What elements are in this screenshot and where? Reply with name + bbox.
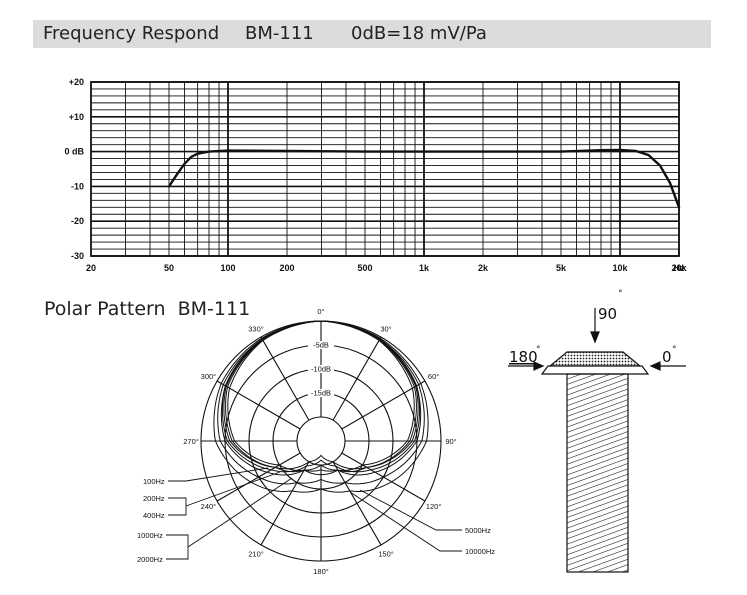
polar-curve [217, 320, 425, 485]
leader-line [168, 497, 187, 516]
y-tick-label: 0 dB [64, 147, 84, 157]
angle-180-label: 180 [509, 348, 538, 366]
angle-0-degree: ° [672, 345, 677, 355]
frequency-label: 5000Hz [465, 526, 491, 535]
polar-curve [213, 320, 429, 493]
polar-angle-label: 60° [428, 372, 439, 381]
polar-spoke [332, 336, 382, 421]
mic-capsule [548, 351, 642, 367]
polar-curve [225, 320, 417, 473]
x-tick-label: 200 [279, 263, 294, 273]
y-tick-label: -10 [71, 181, 84, 191]
arrow-180 [508, 361, 545, 371]
polar-angle-label: 90° [445, 437, 456, 446]
leader-line [359, 489, 462, 531]
leader-line [168, 467, 269, 482]
polar-ring-label: -10dB [311, 365, 331, 374]
mic-base-plate [540, 365, 650, 375]
header-sensitivity: 0dB=18 mV/Pa [351, 23, 487, 44]
polar-angle-label: 180° [313, 567, 329, 576]
polar-spoke [260, 461, 310, 546]
polar-spoke [260, 336, 310, 421]
frequency-label: 10000Hz [465, 547, 495, 556]
angle-90-degree: ° [618, 289, 623, 299]
polar-angle-label: 120° [426, 502, 442, 511]
angle-0-label: 0 [662, 348, 672, 366]
x-tick-label: 20k [671, 263, 687, 273]
x-tick-label: 100 [220, 263, 235, 273]
ring-label-bg [308, 365, 334, 373]
x-tick-label: 2k [478, 263, 489, 273]
polar-curve [221, 320, 421, 473]
frequency-label: 2000Hz [137, 555, 163, 564]
arrow-0 [649, 361, 686, 371]
polar-curve [223, 320, 419, 470]
polar-angle-label: 240° [201, 502, 217, 511]
frequency-label: 1000Hz [137, 531, 163, 540]
y-tick-label: +20 [69, 77, 84, 87]
header-model: BM-111 [245, 23, 314, 44]
mic-body [566, 373, 629, 573]
ring-label-bg [308, 341, 334, 349]
polar-ring-label: -5dB [313, 341, 329, 350]
response-curve [167, 148, 681, 209]
y-tick-label: -20 [71, 216, 84, 226]
arrow-90 [590, 308, 600, 344]
x-unit-label: Hz [674, 263, 685, 273]
polar-spoke [332, 461, 382, 546]
polar-spoke [341, 380, 426, 430]
polar-angle-label: 150° [378, 550, 394, 559]
y-tick-label: +10 [69, 112, 84, 122]
x-tick-label: 50 [164, 263, 174, 273]
leader-line [349, 491, 462, 552]
x-tick-label: 500 [357, 263, 372, 273]
x-tick-label: 20 [86, 263, 96, 273]
y-tick-label: -30 [71, 251, 84, 261]
polar-pattern-title: Polar Pattern BM-111 [44, 298, 251, 320]
leader-line [187, 477, 293, 548]
polar-spoke [216, 380, 301, 430]
frequency-label: 100Hz [143, 477, 165, 486]
x-tick-label: 1k [419, 263, 430, 273]
polar-angle-label: 300° [201, 372, 217, 381]
frequency-label: 200Hz [143, 494, 165, 503]
polar-curve [227, 320, 415, 476]
polar-angle-label: 30° [380, 324, 391, 333]
header-title: Frequency Respond [43, 23, 220, 44]
x-tick-label: 10k [612, 263, 628, 273]
ring-label-bg [308, 389, 334, 397]
angle-180-degree: ° [536, 345, 541, 355]
chart-frame [90, 81, 680, 257]
header-bar: Frequency Respond BM-111 0dB=18 mV/Pa [33, 20, 711, 48]
polar-angle-label: 270° [183, 437, 199, 446]
polar-angle-label: 210° [248, 550, 264, 559]
x-tick-label: 5k [556, 263, 567, 273]
angle-90-label: 90 [598, 305, 617, 323]
polar-angle-label: 330° [248, 324, 264, 333]
polar-angle-label: 0° [317, 307, 324, 316]
leader-line [185, 471, 281, 507]
polar-ring-label: -15dB [311, 389, 331, 398]
frequency-label: 400Hz [143, 511, 165, 520]
